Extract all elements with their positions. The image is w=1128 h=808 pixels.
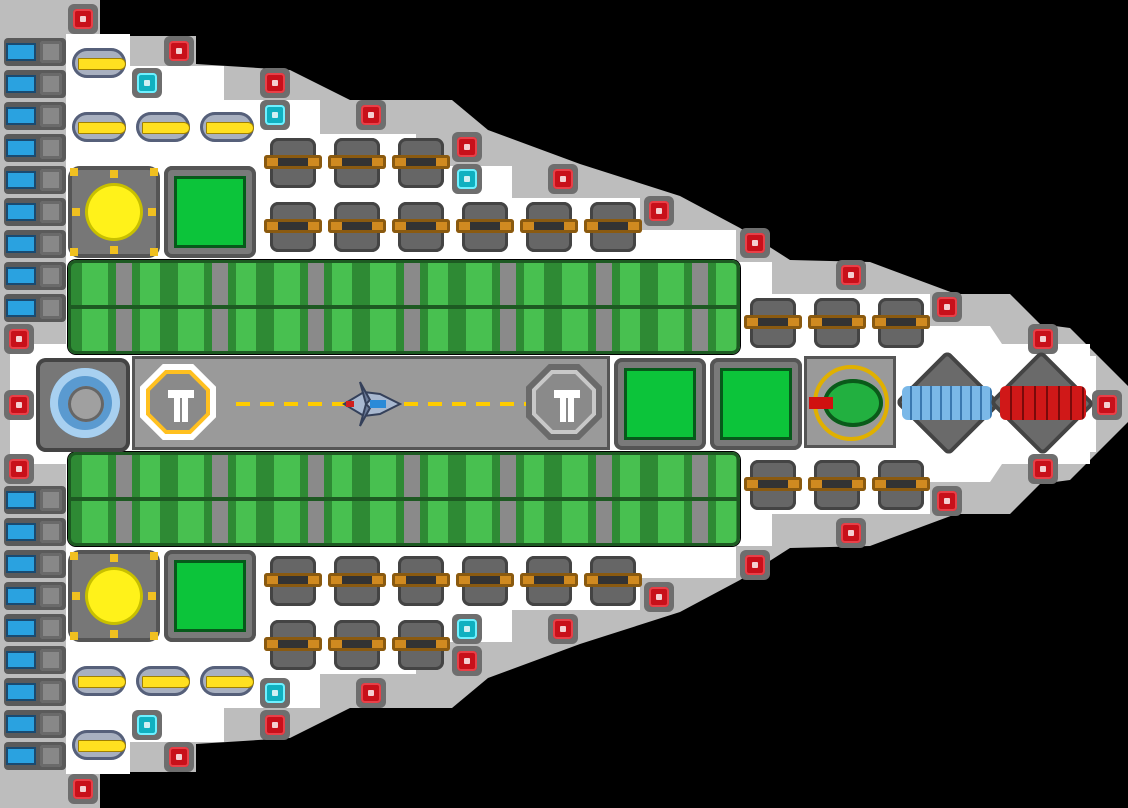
autocannon-icon[interactable] — [326, 134, 388, 192]
armor-block-icon[interactable] — [260, 100, 290, 130]
missile-launcher-icon[interactable] — [132, 106, 194, 148]
missile-launcher-icon[interactable] — [68, 42, 130, 84]
autocannon-icon[interactable] — [742, 456, 804, 514]
armor-block-icon[interactable] — [452, 646, 482, 676]
armor-block-icon[interactable] — [356, 678, 386, 708]
autocannon-icon[interactable] — [326, 616, 388, 674]
thruster-icon[interactable] — [4, 70, 66, 98]
autocannon-icon[interactable] — [262, 616, 324, 674]
armor-block-icon[interactable] — [4, 454, 34, 484]
crew-quarters-icon[interactable] — [164, 166, 256, 258]
armor-block-icon[interactable] — [4, 324, 34, 354]
reactor-icon[interactable] — [68, 550, 160, 642]
shield-generator-icon[interactable] — [36, 358, 130, 452]
ion-beam-icon[interactable] — [902, 358, 994, 448]
armor-block-icon[interactable] — [452, 164, 482, 194]
autocannon-icon[interactable] — [582, 198, 644, 256]
thruster-icon[interactable] — [4, 198, 66, 226]
autocannon-icon[interactable] — [262, 198, 324, 256]
autocannon-icon[interactable] — [326, 552, 388, 610]
autocannon-icon[interactable] — [870, 294, 932, 352]
armor-block-icon[interactable] — [4, 390, 34, 420]
missile-launcher-icon[interactable] — [196, 106, 258, 148]
armor-block-icon[interactable] — [452, 132, 482, 162]
thruster-icon[interactable] — [4, 38, 66, 66]
autocannon-icon[interactable] — [806, 294, 868, 352]
missile-launcher-icon[interactable] — [196, 660, 258, 702]
autocannon-icon[interactable] — [390, 616, 452, 674]
armor-block-icon[interactable] — [260, 678, 290, 708]
thruster-icon[interactable] — [4, 710, 66, 738]
armor-block-icon[interactable] — [644, 582, 674, 612]
plasma-beam-icon[interactable] — [996, 358, 1088, 448]
autocannon-icon[interactable] — [870, 456, 932, 514]
autocannon-icon[interactable] — [742, 294, 804, 352]
armor-block-icon[interactable] — [932, 486, 962, 516]
cockpit-icon[interactable] — [804, 356, 896, 448]
autocannon-icon[interactable] — [390, 552, 452, 610]
autocannon-icon[interactable] — [582, 552, 644, 610]
fuel-tank-icon[interactable] — [68, 260, 740, 354]
armor-block-icon[interactable] — [68, 774, 98, 804]
armor-block-icon[interactable] — [548, 614, 578, 644]
reactor-icon[interactable] — [68, 166, 160, 258]
thruster-icon[interactable] — [4, 550, 66, 578]
armor-block-icon[interactable] — [1028, 324, 1058, 354]
armor-block-icon[interactable] — [260, 68, 290, 98]
armor-block-icon[interactable] — [356, 100, 386, 130]
autocannon-icon[interactable] — [390, 134, 452, 192]
armor-block-icon[interactable] — [132, 68, 162, 98]
thruster-icon[interactable] — [4, 262, 66, 290]
autocannon-icon[interactable] — [518, 552, 580, 610]
thruster-icon[interactable] — [4, 230, 66, 258]
thruster-icon[interactable] — [4, 294, 66, 322]
armor-block-icon[interactable] — [164, 36, 194, 66]
armor-block-icon[interactable] — [68, 4, 98, 34]
landing-pad-icon[interactable] — [140, 364, 216, 440]
armor-block-icon[interactable] — [132, 710, 162, 740]
autocannon-icon[interactable] — [518, 198, 580, 256]
autocannon-icon[interactable] — [454, 552, 516, 610]
armor-block-icon[interactable] — [1092, 390, 1122, 420]
autocannon-icon[interactable] — [262, 134, 324, 192]
crew-quarters-icon[interactable] — [710, 358, 802, 450]
armor-block-icon[interactable] — [260, 710, 290, 740]
autocannon-icon[interactable] — [806, 456, 868, 514]
thruster-icon[interactable] — [4, 646, 66, 674]
thruster-icon[interactable] — [4, 742, 66, 770]
thruster-icon[interactable] — [4, 678, 66, 706]
landing-pad-icon[interactable] — [526, 364, 602, 440]
armor-block-icon[interactable] — [740, 228, 770, 258]
autocannon-icon[interactable] — [262, 552, 324, 610]
armor-block-icon[interactable] — [836, 518, 866, 548]
armor-block-icon[interactable] — [548, 164, 578, 194]
missile-launcher-icon[interactable] — [68, 724, 130, 766]
thruster-icon[interactable] — [4, 614, 66, 642]
fighter-ship-icon[interactable] — [340, 372, 404, 436]
thruster-icon[interactable] — [4, 166, 66, 194]
fuel-tank-icon[interactable] — [68, 452, 740, 546]
missile-launcher-icon[interactable] — [68, 106, 130, 148]
missile-launcher-icon[interactable] — [132, 660, 194, 702]
thruster-icon[interactable] — [4, 134, 66, 162]
crew-quarters-icon[interactable] — [614, 358, 706, 450]
thruster-icon[interactable] — [4, 518, 66, 546]
thruster-icon[interactable] — [4, 582, 66, 610]
autocannon-icon[interactable] — [454, 198, 516, 256]
thruster-icon[interactable] — [4, 486, 66, 514]
armor-block-icon[interactable] — [740, 550, 770, 580]
armor-block-icon[interactable] — [836, 260, 866, 290]
autocannon-icon[interactable] — [326, 198, 388, 256]
armor-block-icon[interactable] — [932, 292, 962, 322]
armor-block-icon[interactable] — [452, 614, 482, 644]
crew-quarters-icon[interactable] — [164, 550, 256, 642]
armor-block-icon[interactable] — [644, 196, 674, 226]
armor-block-icon[interactable] — [164, 742, 194, 772]
armor-block-icon[interactable] — [1028, 454, 1058, 484]
autocannon-icon[interactable] — [390, 198, 452, 256]
thruster-icon[interactable] — [4, 102, 66, 130]
missile-launcher-icon[interactable] — [68, 660, 130, 702]
